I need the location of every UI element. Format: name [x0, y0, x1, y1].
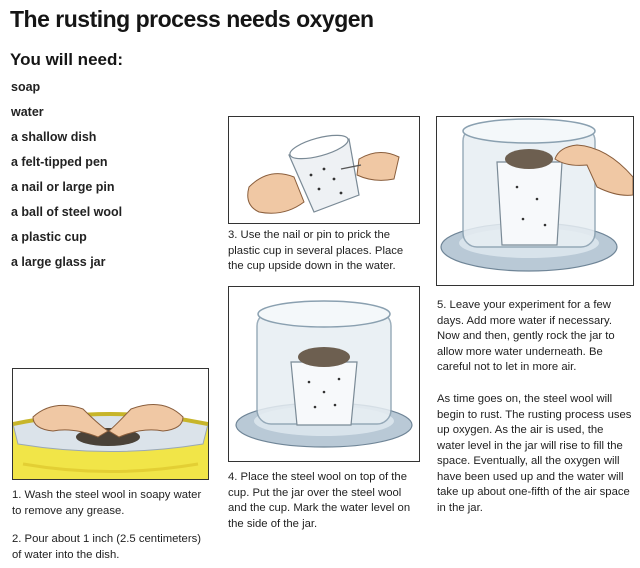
step-3-text: 3. Use the nail or pin to prick the plas…: [228, 229, 404, 272]
material-item: a large glass jar: [11, 255, 106, 269]
material-item: a ball of steel wool: [11, 205, 123, 219]
step-2-text: 2. Pour about 1 inch (2.5 centimeters) o…: [12, 533, 202, 561]
step-1-text: 1. Wash the steel wool in soapy water to…: [12, 489, 202, 517]
step-5-text: 5. Leave your experiment for a few days.…: [437, 299, 615, 373]
step-4-text: 4. Place the steel wool on top of the cu…: [228, 471, 411, 530]
step-5-explanation: As time goes on, the steel wool will beg…: [437, 393, 632, 514]
material-item: soap: [11, 80, 41, 94]
illustration-wash-steel-wool: [12, 368, 209, 480]
illustration-prick-cup: [228, 116, 420, 224]
material-item: a nail or large pin: [11, 180, 115, 194]
materials-heading: You will need:: [10, 50, 124, 69]
page-title: The rusting process needs oxygen: [10, 6, 374, 32]
material-item: water: [11, 105, 44, 119]
material-item: a felt-tipped pen: [11, 155, 108, 169]
material-item: a shallow dish: [11, 130, 97, 144]
material-item: a plastic cup: [11, 230, 87, 244]
illustration-jar-over-cup: [228, 286, 420, 462]
illustration-rock-jar: [436, 116, 634, 286]
